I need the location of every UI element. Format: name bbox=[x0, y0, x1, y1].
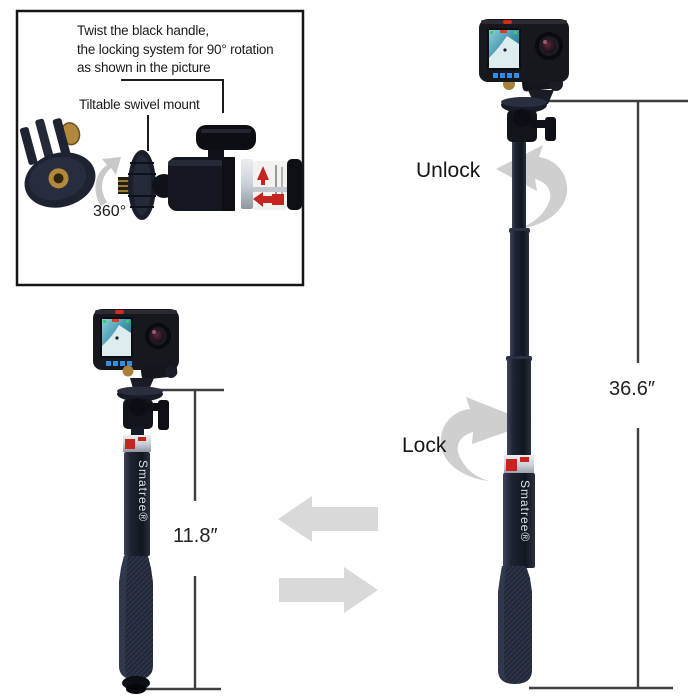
callout-pointer-lines bbox=[121, 79, 224, 151]
unlock-label: Unlock bbox=[416, 159, 481, 182]
foam-grip-collapsed bbox=[119, 556, 153, 680]
brand-text-extended: Smatree® bbox=[518, 480, 532, 542]
note-line-2: the locking system for 90° rotation bbox=[77, 41, 274, 57]
collapsed-length-value: 11.8″ bbox=[173, 525, 218, 547]
unlock-rotate-icon bbox=[496, 145, 568, 229]
left-block-arrow-icon bbox=[278, 496, 378, 542]
note-line-1: Twist the black handle, bbox=[77, 23, 209, 38]
handle-note-pointer-line bbox=[121, 79, 224, 113]
collapsed-selfie-stick: Smatree® bbox=[93, 309, 179, 694]
rotate-up-icon bbox=[95, 157, 121, 206]
swivel-mount-label: Tiltable swivel mount bbox=[79, 97, 200, 112]
extended-selfie-stick: Smatree® bbox=[479, 19, 569, 684]
note-line-3: as shown in the picture bbox=[77, 60, 211, 75]
action-camera-collapsed bbox=[93, 309, 179, 370]
detail-inset-box bbox=[15, 9, 305, 287]
brand-text-collapsed: Smatree® bbox=[136, 460, 150, 522]
action-camera-extended bbox=[479, 19, 569, 82]
foam-grip-extended bbox=[498, 566, 532, 684]
rotation-360-label: 360° bbox=[93, 203, 127, 220]
lock-label: Lock bbox=[402, 434, 447, 457]
camera-logo-marks bbox=[106, 361, 132, 366]
right-block-arrow-icon bbox=[279, 567, 378, 613]
extended-length-value: 36.6″ bbox=[609, 378, 656, 400]
swivel-mount-graphic bbox=[95, 125, 302, 220]
handle-instruction-note: Twist the black handle, the locking syst… bbox=[77, 22, 274, 78]
tripod-adapter-graphic bbox=[19, 118, 96, 208]
camera-logo-marks bbox=[493, 73, 519, 78]
measurement-lines bbox=[144, 99, 688, 691]
